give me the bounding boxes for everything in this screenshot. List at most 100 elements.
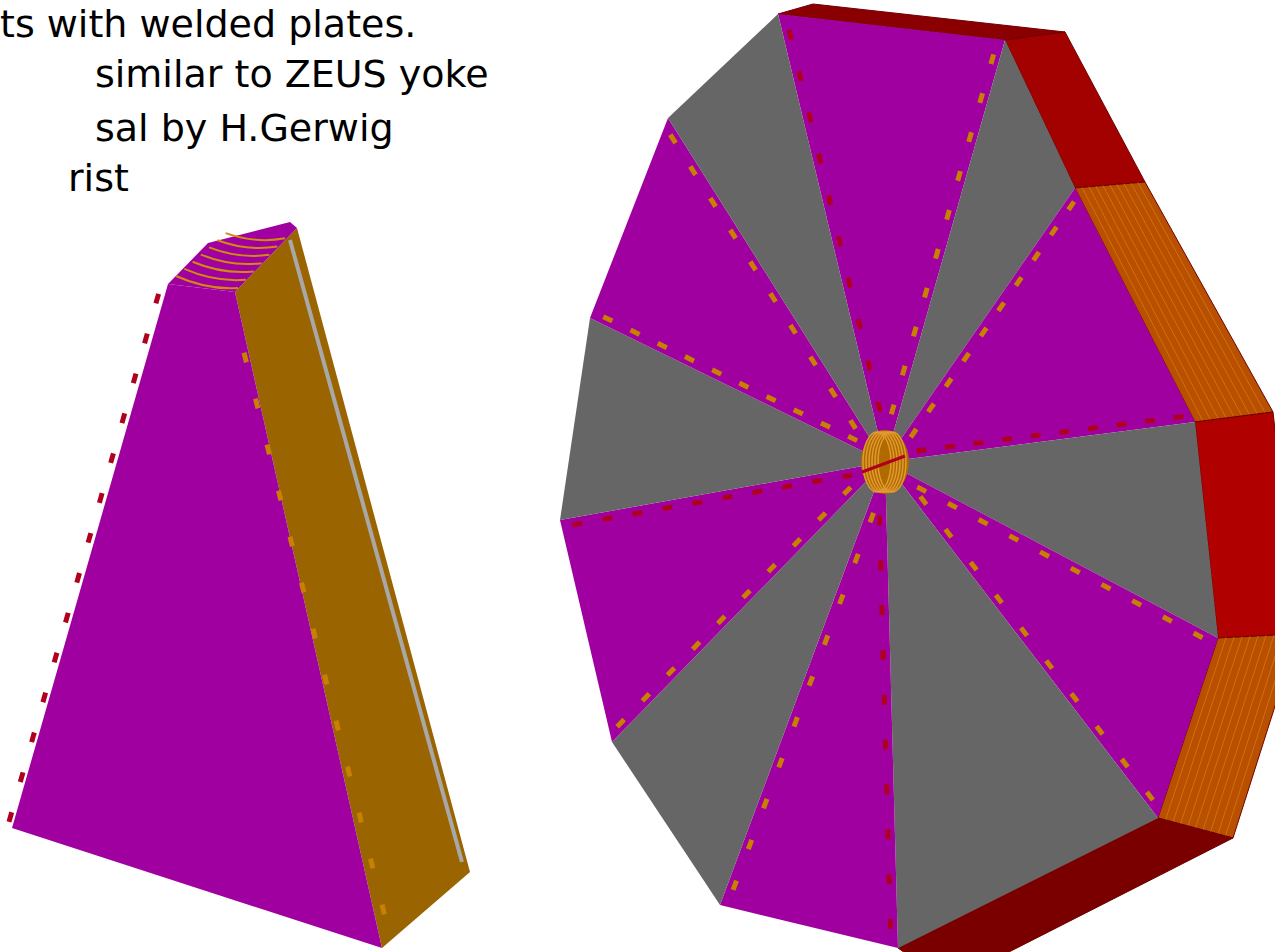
weld-mark	[99, 493, 102, 503]
weld-mark	[1145, 420, 1155, 421]
weld-mark	[692, 502, 702, 504]
weld-mark	[862, 456, 905, 472]
weld-mark	[850, 420, 855, 428]
weld-mark	[887, 874, 892, 884]
weld-mark	[1002, 439, 1012, 440]
weld-mark	[739, 383, 748, 387]
weld-mark	[1194, 633, 1203, 638]
plate-edge	[217, 240, 277, 248]
weld-mark	[868, 360, 870, 370]
plate-edge	[1211, 635, 1275, 832]
weld-mark	[877, 516, 882, 526]
weld-mark	[799, 71, 801, 81]
weld-mark	[879, 605, 884, 615]
weld-mark	[878, 402, 880, 412]
slide-text: similar to ZEUS yoke	[95, 52, 489, 98]
weld-mark	[779, 758, 782, 767]
weld-mark	[913, 327, 916, 337]
weld-mark	[1097, 726, 1103, 734]
weld-mark	[947, 210, 950, 220]
weld-mark	[809, 676, 812, 685]
weld-mark	[981, 328, 987, 336]
weld-mark	[685, 357, 694, 361]
yoke-segment	[9, 222, 470, 948]
weld-mark	[996, 595, 1002, 603]
weld-mark	[1031, 435, 1041, 436]
weld-mark	[1088, 427, 1098, 428]
weld-mark	[969, 132, 972, 142]
weld-mark	[255, 399, 257, 409]
weld-mark	[902, 366, 905, 376]
weld-mark	[54, 653, 57, 663]
weld-mark	[790, 325, 795, 333]
segment-face	[12, 284, 382, 948]
weld-mark	[631, 330, 640, 334]
weld-mark	[974, 442, 984, 443]
weld-mark	[882, 695, 887, 705]
weld-mark	[809, 113, 811, 123]
plate-edge	[184, 269, 246, 280]
weld-mark	[662, 507, 672, 509]
weld-mark	[794, 717, 797, 726]
weld-mark	[748, 840, 751, 849]
weld-mark	[979, 519, 988, 524]
weld-mark	[712, 370, 721, 374]
weld-mark	[722, 496, 732, 498]
weld-mark	[1068, 202, 1074, 210]
weld-mark	[313, 629, 315, 639]
weld-mark	[693, 642, 700, 649]
weld-mark	[690, 166, 695, 174]
slide-text: sal by H.Gerwig	[95, 106, 394, 152]
weld-mark	[77, 573, 80, 583]
weld-mark	[812, 480, 822, 482]
weld-mark	[9, 812, 12, 822]
weld-mark	[884, 784, 889, 794]
weld-mark	[88, 533, 91, 543]
weld-mark	[1059, 431, 1069, 432]
weld-mark	[370, 859, 372, 869]
plate-edge	[1218, 635, 1275, 834]
weld-mark	[743, 590, 750, 597]
weld-mark	[911, 429, 917, 437]
weld-mark	[1147, 792, 1153, 800]
endcap-sector	[668, 14, 885, 462]
weld-mark	[888, 919, 893, 929]
weld-mark	[885, 829, 890, 839]
weld-mark	[840, 595, 843, 604]
weld-mark	[980, 93, 983, 103]
weld-mark	[156, 294, 159, 304]
weld-mark	[1163, 617, 1172, 622]
weld-mark	[32, 732, 35, 742]
weld-mark	[290, 537, 292, 547]
weld-mark	[782, 486, 792, 488]
weld-mark	[998, 303, 1004, 311]
weld-mark	[878, 560, 883, 570]
weld-mark	[65, 613, 68, 623]
weld-mark	[710, 198, 715, 206]
endcap-sector	[885, 462, 1158, 948]
weld-mark	[1021, 628, 1027, 636]
weld-mark	[718, 616, 725, 623]
weld-mark	[633, 512, 643, 514]
weld-mark	[111, 453, 114, 463]
weld-mark	[267, 445, 269, 455]
weld-mark	[824, 635, 827, 644]
weld-mark	[603, 317, 612, 321]
weld-mark	[770, 293, 775, 301]
weld-mark	[916, 450, 926, 451]
slide-text: ts with welded plates.	[0, 2, 416, 48]
weld-mark	[145, 334, 148, 344]
weld-mark	[382, 905, 384, 915]
plate-edge	[1226, 634, 1275, 836]
weld-mark	[920, 496, 926, 504]
weld-mark	[1033, 252, 1039, 260]
weld-mark	[991, 54, 994, 64]
weld-mark	[819, 154, 821, 164]
weld-mark	[244, 353, 246, 363]
weld-mark	[668, 668, 675, 675]
weld-mark	[1132, 601, 1141, 606]
weld-mark	[848, 436, 857, 440]
weld-mark	[750, 262, 755, 270]
weld-mark	[794, 410, 803, 414]
weld-mark	[945, 446, 955, 447]
